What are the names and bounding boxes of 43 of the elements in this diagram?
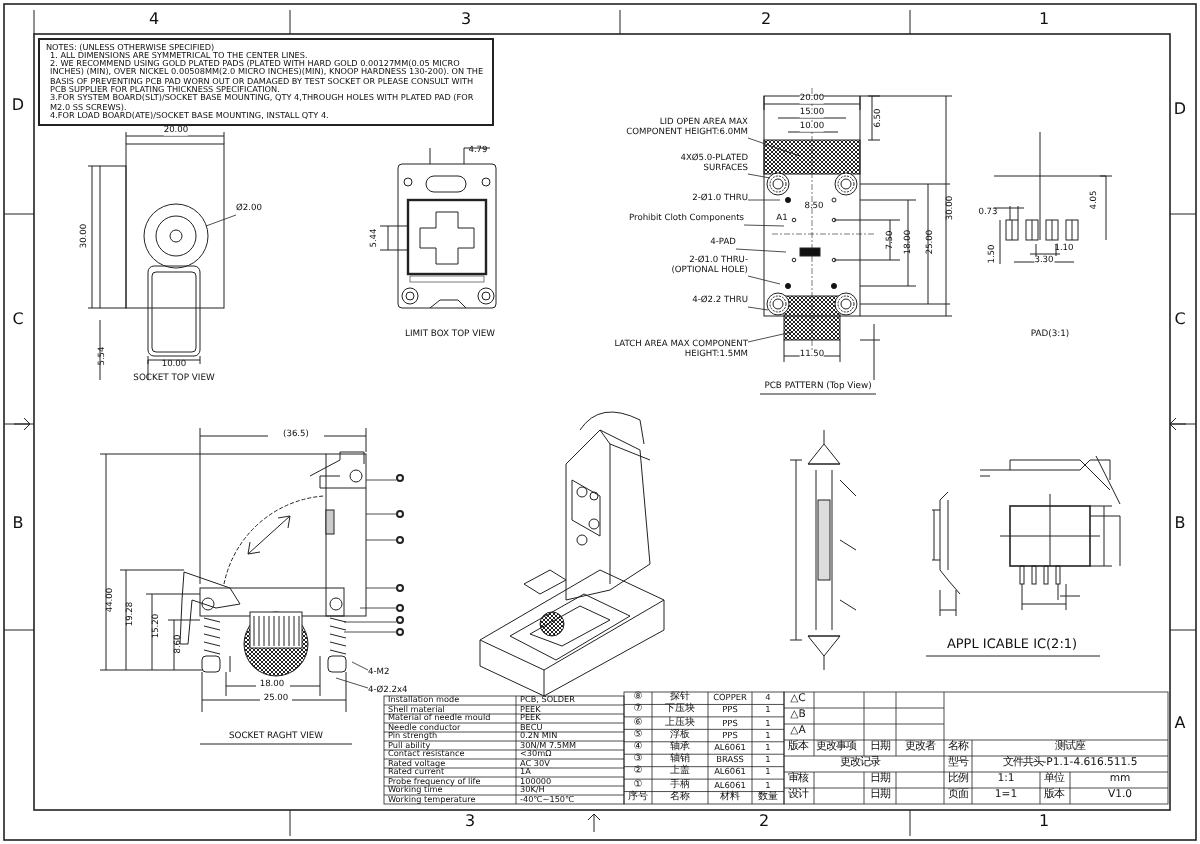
grid-reference: C [1174,312,1186,328]
callout-circle [396,584,404,592]
callout-circle [396,604,404,612]
leader-line [365,513,397,515]
leader-line [343,621,397,623]
leader-line [735,248,787,253]
grid-reference: B [12,516,24,532]
grid-reference: 3 [460,12,472,28]
socket-side-view-drawing [99,427,367,745]
leader-line [747,137,801,157]
grid-reference: 2 [760,12,772,28]
leader-line [747,275,781,285]
leader-line [365,539,397,541]
leader-line [343,631,397,633]
grid-reference: C [12,312,24,328]
notes-box [38,38,494,126]
grid-reference: D [1173,102,1187,118]
grid-reference: 2 [758,814,770,830]
leader-line [743,224,785,227]
leader-line [747,331,793,343]
leader-line [359,607,397,609]
grid-reference: 1 [1038,814,1050,830]
leader-line [351,661,369,671]
callout-circle [396,616,404,624]
grid-reference: 4 [148,12,160,28]
grid-reference: 3 [464,814,476,830]
grid-reference: 1 [1038,12,1050,28]
leader-line [365,587,397,589]
leader-line [747,173,771,179]
grid-reference: B [1174,516,1186,532]
leader-line [747,199,781,201]
callout-circle [396,474,404,482]
leader-line [747,306,769,311]
socket-top-view-drawing [87,131,225,381]
callout-circle [396,628,404,636]
leader-line [365,479,397,481]
grid-reference: D [11,98,25,114]
pcb-pattern-drawing [759,87,953,395]
callout-circle [396,536,404,544]
grid-reference: A [1174,716,1186,732]
leader-line [205,214,237,227]
callout-circle [396,510,404,518]
leader-line [335,677,369,689]
